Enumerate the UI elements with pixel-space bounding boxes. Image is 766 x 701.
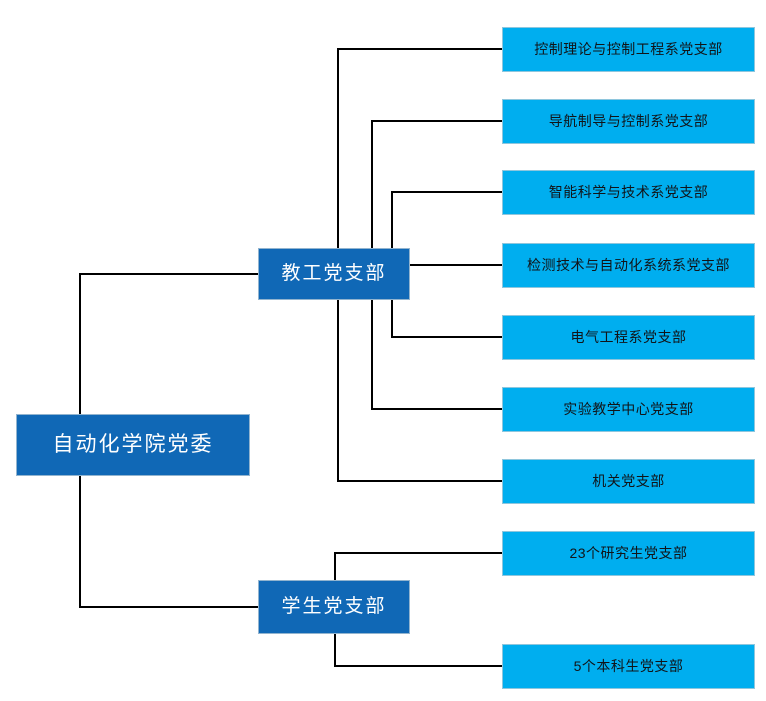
node-branch-lab-center-label: 实验教学中心党支部 [563,401,694,418]
node-branch-administration[interactable]: 机关党支部 [502,459,755,504]
node-branch-undergraduate[interactable]: 5个本科生党支部 [502,644,755,689]
node-branch-graduate[interactable]: 23个研究生党支部 [502,531,755,576]
node-branch-electrical-label: 电气工程系党支部 [570,329,687,346]
node-root[interactable]: 自动化学院党委 [16,414,250,476]
node-student-branch[interactable]: 学生党支部 [258,580,410,634]
wire-root-to-student [79,476,258,608]
node-branch-electrical[interactable]: 电气工程系党支部 [502,315,755,360]
node-branch-undergraduate-label: 5个本科生党支部 [573,658,684,675]
node-branch-graduate-label: 23个研究生党支部 [569,545,688,562]
node-faculty-branch[interactable]: 教工党支部 [258,248,410,300]
wire-faculty-to-control-theory [337,48,502,248]
node-branch-navigation[interactable]: 导航制导与控制系党支部 [502,99,755,144]
wire-root-to-faculty [79,273,258,414]
wire-faculty-to-lab-center [371,300,502,410]
node-faculty-branch-label: 教工党支部 [281,263,387,285]
node-branch-lab-center[interactable]: 实验教学中心党支部 [502,387,755,432]
wire-faculty-to-electrical [391,300,502,338]
node-branch-control-theory-label: 控制理论与控制工程系党支部 [534,41,723,58]
wire-faculty-to-navigation [371,120,502,248]
node-student-branch-label: 学生党支部 [281,596,387,618]
wire-student-to-undergraduate [334,634,502,667]
node-branch-administration-label: 机关党支部 [592,473,665,490]
node-branch-navigation-label: 导航制导与控制系党支部 [548,113,709,130]
node-branch-intelligent-science[interactable]: 智能科学与技术系党支部 [502,170,755,215]
node-branch-control-theory[interactable]: 控制理论与控制工程系党支部 [502,27,755,72]
wire-faculty-to-administration [337,300,502,482]
node-branch-intelligent-science-label: 智能科学与技术系党支部 [548,184,709,201]
node-branch-detection-tech-label: 检测技术与自动化系统系党支部 [527,257,730,274]
node-root-label: 自动化学院党委 [52,432,214,456]
wire-student-to-graduate [334,552,502,580]
node-branch-detection-tech[interactable]: 检测技术与自动化系统系党支部 [502,243,755,288]
wire-faculty-to-intelligent-science [391,191,502,248]
